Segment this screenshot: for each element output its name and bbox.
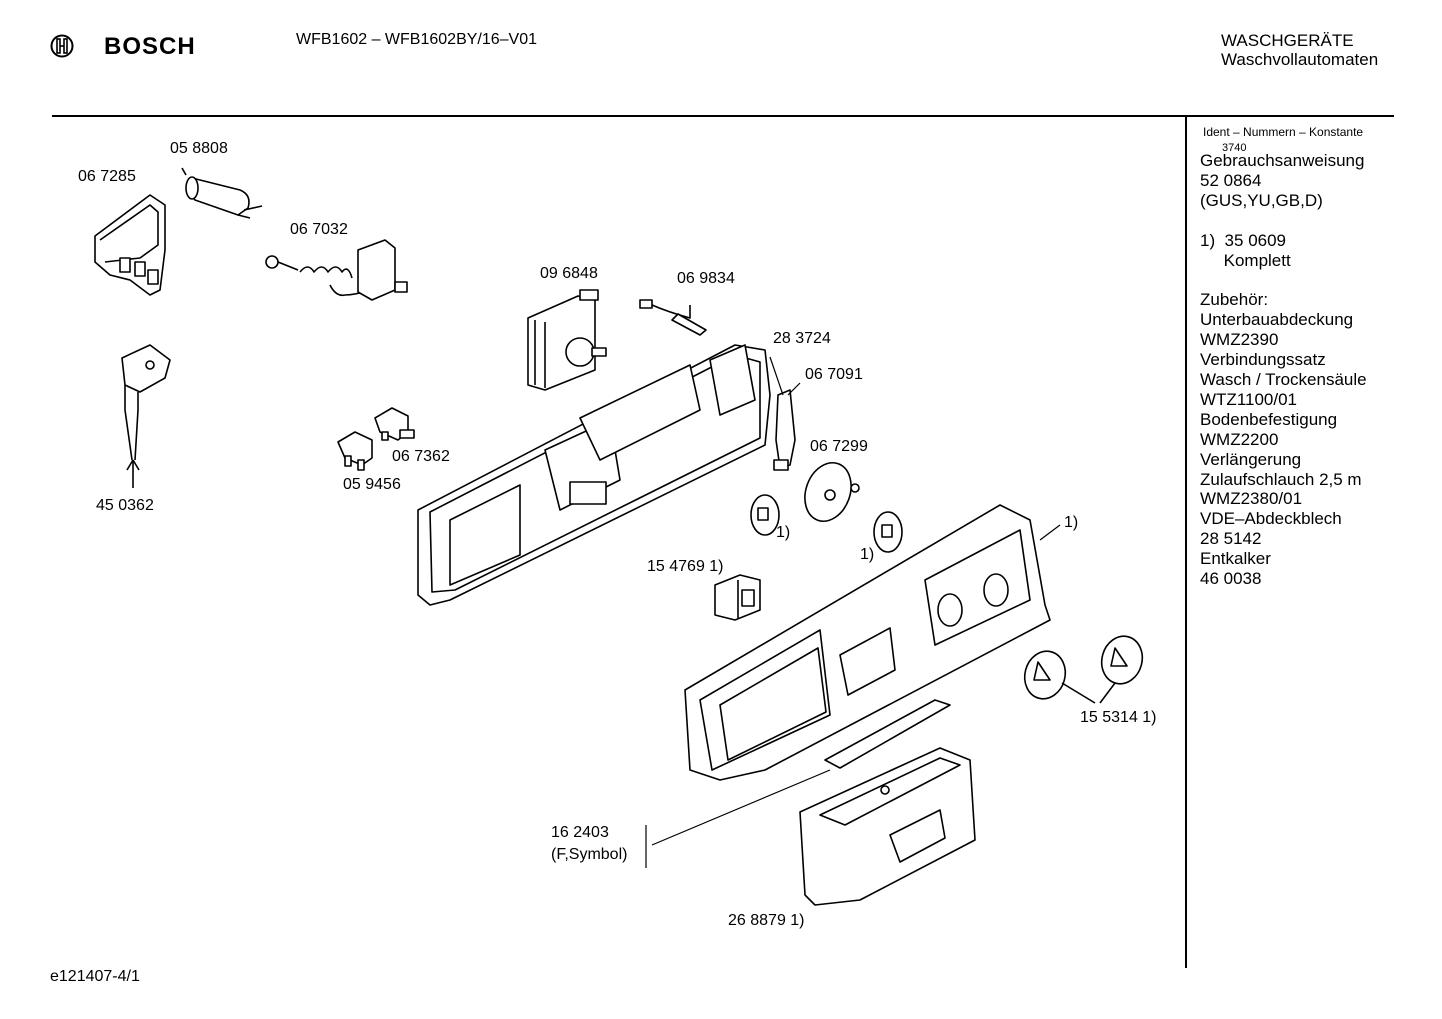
part-buttons <box>714 574 761 621</box>
part-control-panel-frame <box>417 344 771 606</box>
sidebar-divider <box>1185 117 1187 968</box>
part-label: 09 6848 <box>540 265 598 282</box>
part-lever <box>773 389 796 471</box>
category-subtitle: Waschvollautomaten <box>1221 50 1379 69</box>
part-label: 06 7299 <box>810 438 868 455</box>
part-label: 26 8879 1) <box>728 912 805 929</box>
part-bracket <box>94 194 166 296</box>
leader-lines <box>645 356 1061 868</box>
header-rule <box>52 115 1394 117</box>
footnote-mark: 1) <box>776 524 791 541</box>
sidebar-line: Komplett <box>1200 250 1291 270</box>
part-symbol-strip <box>824 699 951 769</box>
sidebar-line: WTZ1100/01 <box>1200 389 1298 409</box>
sidebar-line: Zubehör: <box>1200 290 1269 310</box>
sidebar-line: Verbindungssatz <box>1200 350 1326 370</box>
sidebar-line: Wasch / Trockensäule <box>1200 369 1367 389</box>
part-front-fascia <box>684 504 1051 781</box>
model-number: WFB1602 – WFB1602BY/16–V01 <box>296 31 538 48</box>
part-label: 05 8808 <box>170 140 228 157</box>
part-label: 06 7032 <box>290 221 348 238</box>
sidebar-line: Bodenbefestigung <box>1200 409 1338 429</box>
sidebar-line: 1) 35 0609 <box>1200 230 1287 250</box>
bosch-logo-icon <box>50 34 74 58</box>
sidebar-line: WMZ2380/01 <box>1200 489 1303 509</box>
category-title: WASCHGERÄTE <box>1221 31 1354 50</box>
part-label: 15 4769 1) <box>647 558 724 575</box>
part-switches <box>337 407 415 471</box>
sidebar-line: Zulaufschlauch 2,5 m <box>1200 469 1362 489</box>
sidebar-line: (GUS,YU,GB,D) <box>1200 190 1323 210</box>
footnote-mark: 1) <box>1064 514 1079 531</box>
sidebar-line: Gebrauchsanweisung <box>1200 151 1365 170</box>
sidebar-line: WMZ2390 <box>1200 330 1279 350</box>
sidebar-code: 3740 <box>1222 142 1247 154</box>
drawing-id: e121407-4/1 <box>50 968 140 985</box>
sidebar-list: Gebrauchsanweisung 52 0864 (GUS,YU,GB,D)… <box>1200 151 1367 589</box>
part-label: 06 9834 <box>677 270 735 287</box>
sidebar-line: VDE–Abdeckblech <box>1200 509 1342 529</box>
part-label-note: (F,Symbol) <box>551 846 628 863</box>
sidebar-line: Entkalker <box>1200 549 1271 569</box>
brand-name: BOSCH <box>104 33 196 60</box>
part-label: 05 9456 <box>343 476 401 493</box>
footnote-mark: 1) <box>860 546 875 563</box>
part-label: 15 5314 1) <box>1080 709 1157 726</box>
part-label: 45 0362 <box>96 497 154 514</box>
part-label: 28 3724 <box>773 330 831 347</box>
sidebar-line: Verlängerung <box>1200 449 1302 469</box>
sidebar-line: 28 5142 <box>1200 529 1262 549</box>
sidebar-line: 46 0038 <box>1200 569 1262 589</box>
sidebar-line: WMZ2200 <box>1200 429 1279 449</box>
part-capacitor <box>181 167 263 219</box>
part-label: 06 7091 <box>805 366 863 383</box>
part-sensor <box>639 299 707 336</box>
part-dial-plate <box>804 462 860 522</box>
part-power-cord <box>121 344 171 488</box>
part-label: 16 2403 <box>551 824 609 841</box>
part-detergent-drawer <box>799 747 976 906</box>
part-knob-adapters <box>750 494 903 553</box>
sidebar-heading: Ident – Nummern – Konstante <box>1203 125 1364 139</box>
part-programme-timer <box>527 289 607 391</box>
sidebar-line: 52 0864 <box>1200 170 1262 190</box>
part-label: 06 7362 <box>392 448 450 465</box>
sidebar-line: Unterbauabdeckung <box>1200 310 1354 330</box>
part-knobs <box>1023 635 1144 704</box>
part-thermostat <box>265 239 408 301</box>
part-label: 06 7285 <box>78 168 136 185</box>
